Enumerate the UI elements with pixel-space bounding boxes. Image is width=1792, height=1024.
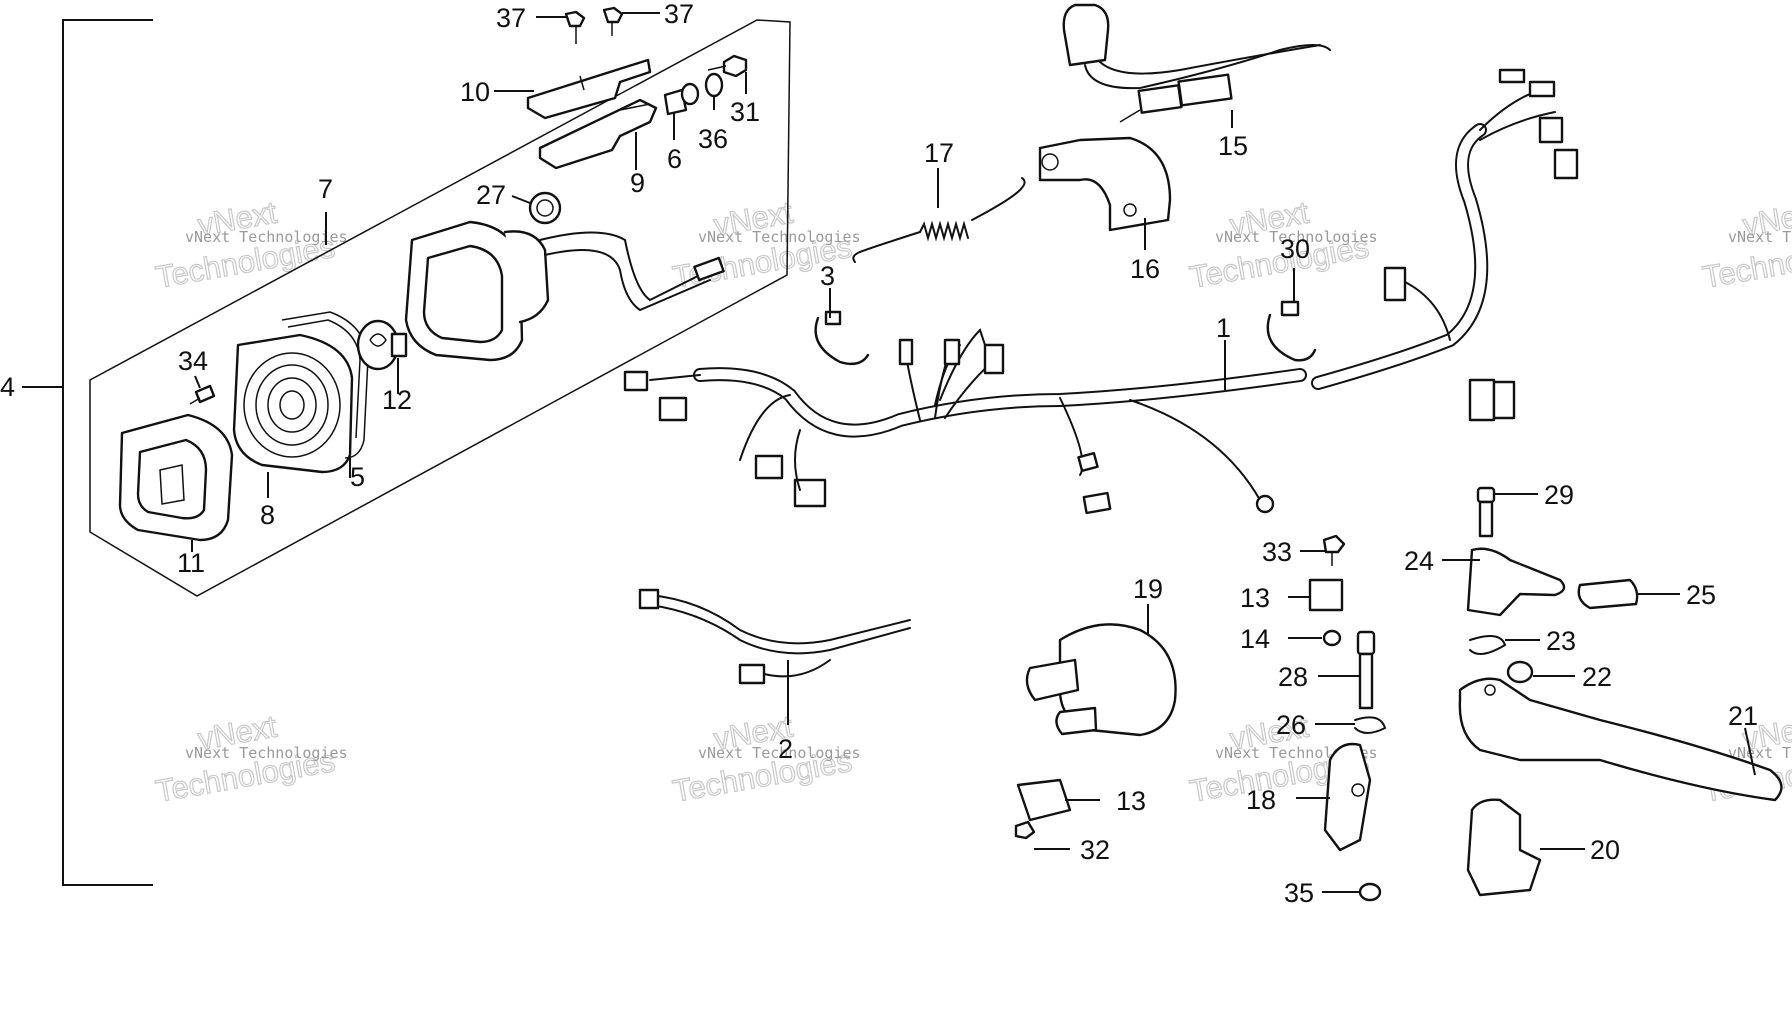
svg-text:vNext Technologies: vNext Technologies: [185, 228, 348, 246]
part-bulb: [356, 319, 408, 371]
part-bracket-16: [1038, 136, 1172, 232]
part-bracket-10: [526, 58, 652, 120]
part-bracket-9: [538, 98, 658, 170]
part-rubber-boot: [1025, 623, 1177, 737]
callout-1: 1: [1216, 313, 1231, 343]
callout-34: 34: [178, 346, 208, 376]
svg-text:vNext Technologies: vNext Technologies: [698, 744, 861, 762]
svg-text:vNext Technologies: vNext Technologies: [1728, 744, 1792, 762]
part-bolt-33: [1322, 534, 1346, 566]
callout-37a: 37: [496, 3, 526, 33]
callout-5: 5: [350, 462, 365, 492]
callout-16: 16: [1130, 254, 1160, 284]
callout-10: 10: [460, 77, 490, 107]
part-spring-23: [1469, 635, 1507, 655]
assembly-bracket: [22, 19, 153, 886]
callout-15: 15: [1218, 131, 1248, 161]
part-nut-14: [1322, 629, 1342, 647]
callout-24: 24: [1404, 546, 1434, 576]
svg-text:vNext Technologies: vNext Technologies: [698, 228, 861, 246]
callout-33: 33: [1262, 537, 1292, 567]
callout-35: 35: [1284, 878, 1314, 908]
watermarks: Technologies vNext vNext Technologies Te…: [153, 194, 1792, 809]
callout-32: 32: [1080, 835, 1110, 865]
part-main-harness: [623, 68, 1579, 515]
part-screw-34: [189, 384, 216, 405]
part-gasket-inner: [287, 319, 361, 439]
callout-26: 26: [1276, 710, 1306, 740]
callout-27: 27: [476, 180, 506, 210]
part-clamp-30: [1266, 313, 1317, 362]
part-spring: [852, 177, 1026, 263]
watermark-4: Technologies vNext vNext Technologies: [1700, 194, 1792, 295]
part-tail-lens: [232, 333, 354, 474]
callout-13b: 13: [1116, 786, 1146, 816]
callout-23: 23: [1546, 626, 1576, 656]
part-nut-35: [1358, 882, 1382, 902]
part-lever-holder-20: [1466, 798, 1542, 897]
watermark-1: Technologies vNext vNext Technologies: [153, 194, 348, 295]
part-grommet: [528, 191, 562, 225]
taillight-assembly-frame: [89, 19, 791, 597]
callout-17: 17: [924, 138, 954, 168]
part-spring-26: [1354, 716, 1387, 734]
svg-text:vNext Technologies: vNext Technologies: [185, 744, 348, 762]
part-lever-21: [1458, 677, 1783, 802]
part-cap-25: [1577, 578, 1639, 610]
part-bushing: [663, 82, 700, 116]
part-bolt-37a: [564, 10, 586, 44]
watermark-6: Technologies vNext vNext Technologies: [670, 708, 861, 809]
callout-36: 36: [698, 124, 728, 154]
callout-12: 12: [382, 385, 412, 415]
callout-37b: 37: [664, 0, 694, 29]
part-pin-28: [1356, 630, 1376, 710]
part-bolt-32: [1014, 820, 1036, 840]
part-lever-bracket-18: [1323, 742, 1372, 852]
part-switch-13a: [1308, 578, 1344, 612]
part-bolt-29: [1476, 486, 1496, 538]
callout-labels: 1 2 3 4 5 6 7 8 9 10 11 12 13 13 14 15 1…: [0, 0, 1758, 908]
part-lens-rim: [118, 413, 234, 542]
callout-3: 3: [820, 261, 835, 291]
callout-8: 8: [260, 500, 275, 530]
watermark-5: Technologies vNext vNext Technologies: [153, 708, 348, 809]
part-stop-switch: [1062, 3, 1331, 123]
part-bolt-37b: [602, 6, 624, 36]
part-clamp-30-tab: [1280, 300, 1300, 317]
callout-4: 4: [0, 372, 15, 402]
callout-14: 14: [1240, 624, 1270, 654]
svg-text:vNext Technologies: vNext Technologies: [1728, 228, 1792, 246]
callout-25: 25: [1686, 580, 1716, 610]
part-switch-13b: [1016, 778, 1072, 822]
part-sub-harness: [638, 588, 911, 685]
callout-7: 7: [318, 174, 333, 204]
callout-18: 18: [1246, 785, 1276, 815]
callout-13a: 13: [1240, 583, 1270, 613]
part-bushing-22: [1506, 660, 1534, 684]
callout-2: 2: [778, 734, 793, 764]
callout-21: 21: [1728, 701, 1758, 731]
part-holder-24: [1466, 547, 1566, 617]
callout-28: 28: [1278, 662, 1308, 692]
part-light-housing: [404, 220, 725, 362]
part-clamp-3-tab: [824, 310, 842, 326]
callout-22: 22: [1582, 662, 1612, 692]
callout-31: 31: [730, 97, 760, 127]
callout-11: 11: [177, 548, 205, 578]
part-clamp-3: [814, 316, 870, 366]
part-washer: [704, 72, 724, 98]
callout-6: 6: [667, 144, 682, 174]
callout-29: 29: [1544, 480, 1574, 510]
callout-30: 30: [1280, 234, 1310, 264]
callout-20: 20: [1590, 835, 1620, 865]
callout-19: 19: [1133, 574, 1163, 604]
callout-9: 9: [630, 168, 645, 198]
leader-lines: [191, 12, 1756, 893]
part-bolt-31: [707, 54, 748, 78]
svg-text:vNext Technologies: vNext Technologies: [1215, 228, 1378, 246]
